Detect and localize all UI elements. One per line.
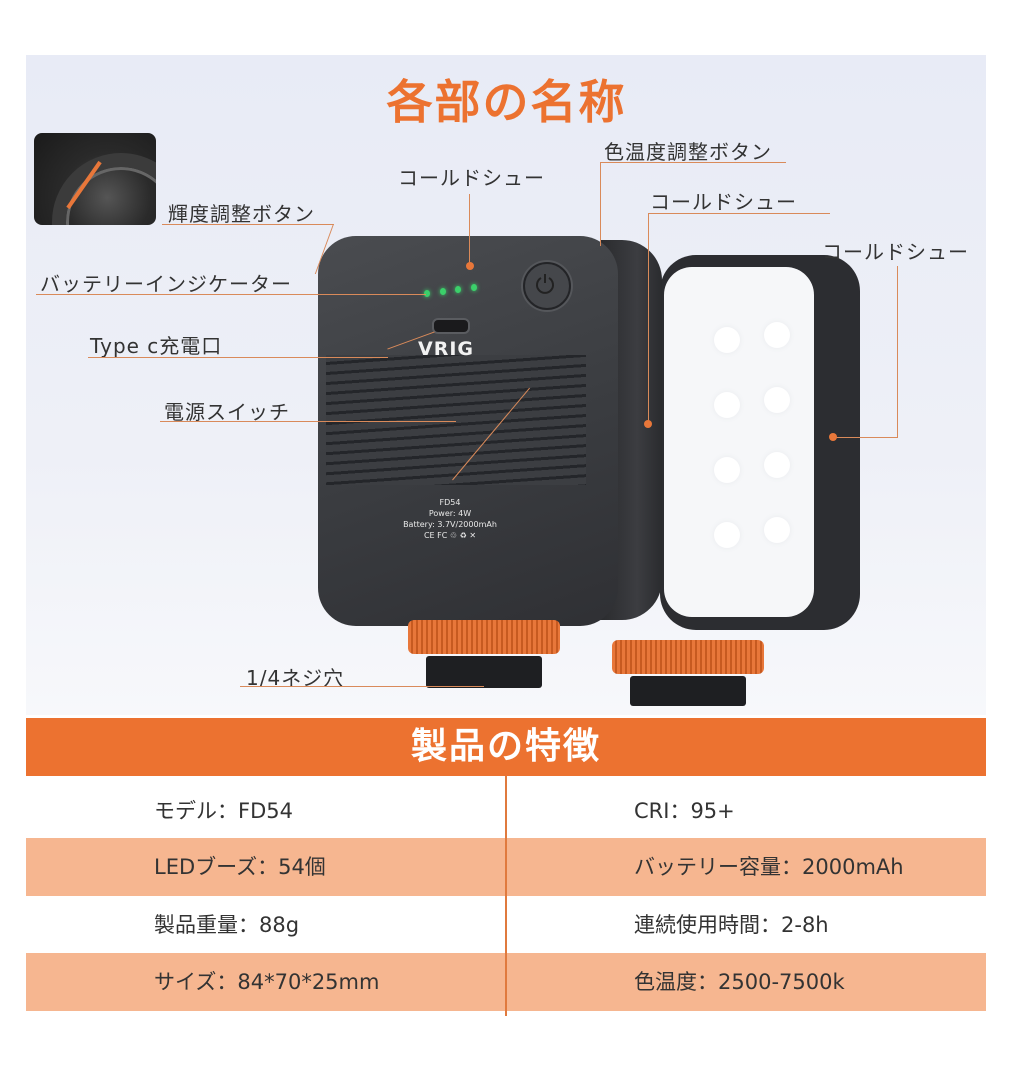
label-power-switch: 電源スイッチ (164, 400, 290, 424)
label-brightness-button: 輝度調整ボタン (168, 202, 315, 226)
feature-left: LEDブーズ：54個 (154, 855, 326, 879)
leader-line (897, 266, 898, 438)
shoe-mount-base (426, 656, 542, 688)
power-button (523, 262, 571, 310)
leader-line (160, 421, 456, 422)
light-rear-unit (660, 255, 860, 630)
power-icon (536, 274, 554, 294)
spec-certifications: CE FC ♲ ♻ ✕ (423, 531, 477, 540)
spec-model: FD54 (439, 498, 461, 507)
label-cold-shoe-right: コールドシュー (822, 240, 969, 264)
leader-line (469, 194, 470, 264)
led-panel (664, 267, 814, 617)
parts-title: 各部の名称 (386, 75, 627, 129)
battery-led-icon (455, 286, 461, 293)
callout-dot (644, 420, 652, 428)
leader-line (648, 213, 649, 423)
feature-left: モデル：FD54 (154, 799, 293, 823)
brightness-dial-inset-image (34, 133, 156, 225)
spec-power: Power: 4W (428, 509, 472, 518)
leader-line (600, 162, 786, 163)
callout-dot (466, 262, 474, 270)
device-spec-print: FD54 Power: 4W Battery: 3.7V/2000mAh CE … (380, 497, 520, 541)
label-cold-shoe-top: コールドシュー (398, 166, 545, 190)
usb-c-port-icon (432, 318, 470, 334)
label-type-c-port: Type c充電口 (90, 334, 223, 358)
battery-led-icon (440, 288, 446, 295)
cooling-fins (326, 355, 586, 485)
leader-line (36, 294, 426, 295)
feature-right: バッテリー容量：2000mAh (634, 855, 904, 879)
feature-right: 色温度：2500-7500k (634, 970, 845, 994)
feature-row: モデル：FD54 CRI：95+ (26, 782, 986, 840)
leader-line (600, 162, 601, 246)
feature-right: CRI：95+ (634, 799, 735, 823)
battery-led-icon (424, 290, 430, 297)
label-cold-shoe-side: コールドシュー (650, 190, 797, 214)
feature-right: 連続使用時間：2-8h (634, 913, 829, 937)
callout-dot (829, 433, 837, 441)
column-divider (505, 776, 507, 1016)
label-color-temp-button: 色温度調整ボタン (604, 140, 772, 164)
feature-left: 製品重量：88g (154, 913, 300, 937)
shoe-mount-base (630, 676, 746, 706)
leader-line (162, 224, 334, 225)
features-title: 製品の特徴 (26, 718, 986, 776)
brand-logo: VRIG (418, 338, 474, 360)
leader-line (88, 357, 388, 358)
dial-ring-shape (52, 153, 156, 225)
leader-line (648, 213, 830, 214)
shoe-mount-knob (612, 640, 764, 674)
leader-line (834, 437, 898, 438)
shoe-mount-knob (408, 620, 560, 654)
leader-line (240, 686, 484, 687)
feature-row: 製品重量：88g 連続使用時間：2-8h (26, 896, 986, 954)
battery-led-icon (471, 284, 477, 291)
label-battery-indicator: バッテリーインジケーター (40, 272, 292, 296)
feature-left: サイズ：84*70*25mm (154, 970, 380, 994)
spec-battery: Battery: 3.7V/2000mAh (403, 520, 497, 529)
